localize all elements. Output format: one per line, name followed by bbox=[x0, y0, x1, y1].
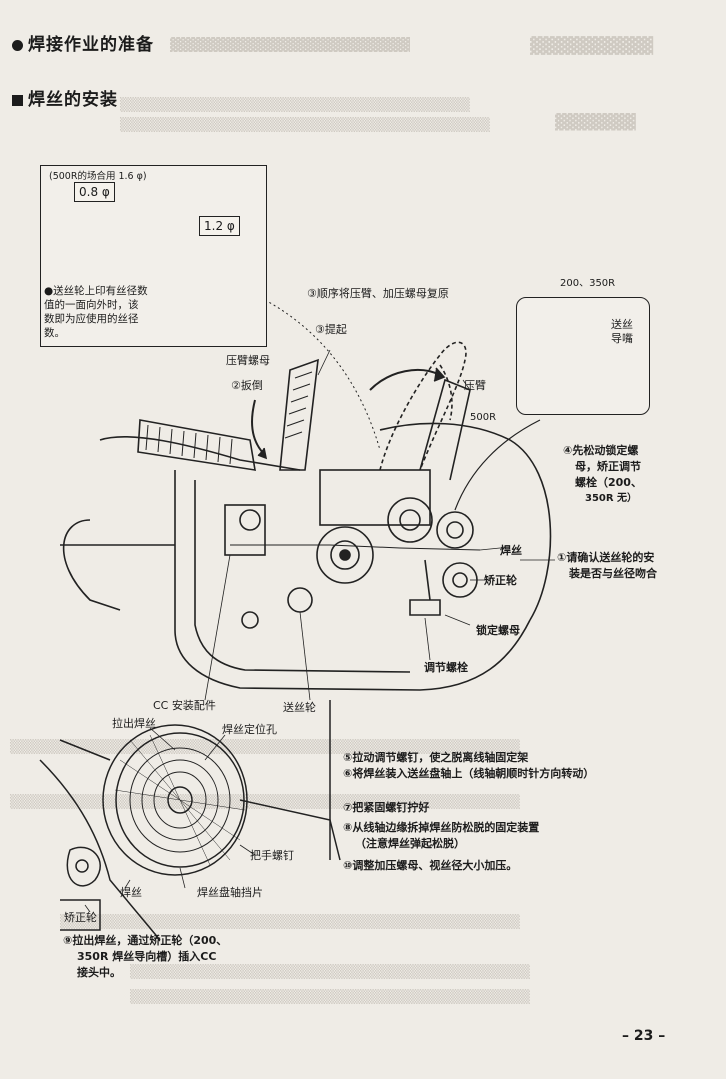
pull-down-label: ②扳倒 bbox=[231, 379, 263, 392]
reset-label: ③顺序将压臂、加压螺母复原 bbox=[307, 287, 449, 300]
size-small-label: 0.8 φ bbox=[74, 182, 115, 202]
square-bullet-icon bbox=[12, 94, 23, 106]
wire-label: 焊丝 bbox=[500, 544, 522, 557]
arm-label: 压臂 bbox=[464, 379, 486, 392]
loosen-lock-label: ④先松动锁定螺 母，矫正调节 螺栓（200、 350R 无） bbox=[563, 444, 642, 504]
bleed-through: ▒▒▒▒▒▒▒▒▒▒▒▒▒▒▒▒▒▒▒▒▒▒▒▒▒▒▒▒▒▒▒▒▒▒▒▒▒▒▒▒ bbox=[130, 990, 530, 1005]
bleed-through: ▒▒▒▒▒▒▒▒▒▒▒▒▒▒▒▒▒▒▒▒▒▒▒▒▒▒▒▒▒▒▒▒▒▒▒▒▒ bbox=[120, 118, 490, 133]
step-7: ⑦把紧固螺钉拧好 bbox=[343, 801, 430, 814]
step-10: ⑩调整加压螺母、视丝径大小加压。 bbox=[343, 859, 518, 872]
straightener-label: 矫正轮 bbox=[484, 574, 517, 587]
reel-stop-label: 焊丝盘轴挡片 bbox=[197, 886, 263, 899]
confirm-label: ①请确认送丝轮的安 装是否与丝径吻合 bbox=[557, 551, 657, 580]
bleed-through: ▒▒▒▒▒▒▒▒▒▒▒▒▒▒▒▒▒▒▒▒▒▒▒▒▒▒▒▒▒▒▒▒▒▒▒ bbox=[120, 98, 470, 113]
step-5: ⑤拉动调节螺钉，使之脱离线轴固定架 bbox=[343, 751, 529, 764]
wire-locator-label: 焊丝定位孔 bbox=[222, 723, 277, 736]
pull-wire-label: 拉出焊丝 bbox=[112, 717, 156, 730]
handle-screw-label: 把手螺钉 bbox=[250, 849, 294, 862]
bleed-through: ▓▓▓▓▓▓▓▓▓▓ bbox=[530, 36, 654, 55]
straightener2-label: 矫正轮 bbox=[64, 911, 97, 924]
lift-label: ③提起 bbox=[315, 323, 347, 336]
bleed-through: ▒▒▒▒▒▒▒▒▒▒▒▒▒▒▒▒▒▒▒▒▒▒▒▒▒▒▒▒▒▒▒▒▒▒▒▒▒▒▒▒… bbox=[60, 915, 520, 930]
size-large-label: 1.2 φ bbox=[199, 216, 240, 236]
step-8: ⑧从线轴边缘拆掉焊丝防松脱的固定装置 bbox=[343, 821, 540, 834]
steps-list: ⑤拉动调节螺钉，使之脱离线轴固定架 ⑥将焊丝装入送丝盘轴上（线轴朝顺时针方向转动… bbox=[343, 750, 594, 874]
subsection-title: 焊丝的安装 bbox=[12, 85, 118, 110]
section-title: 焊接作业的准备 bbox=[12, 30, 154, 55]
case-note: (500R的场合用 1.6 φ) bbox=[49, 171, 147, 182]
page-number: – 23 – bbox=[622, 1028, 666, 1044]
roller-note: ●送丝轮上印有丝径数 值的一面向外时，该 数即为应使用的丝径 数。 bbox=[44, 285, 148, 339]
roller-detail-inset: (500R的场合用 1.6 φ) 0.8 φ 1.2 φ ●送丝轮上印有丝径数 … bbox=[40, 165, 267, 347]
step-8-note: （注意焊丝弹起松脱） bbox=[355, 837, 465, 850]
bleed-through: ▒▒▒▒▒▒▒▒▒▒▒▒▒▒▒▒▒▒▒▒▒▒▒▒▒▒▒▒▒▒▒▒▒▒▒▒▒▒▒▒… bbox=[10, 740, 520, 755]
guide-nozzle-label: 送丝 导嘴 bbox=[611, 318, 633, 345]
bleed-through: ▓▓▓▓▓▓▓ bbox=[555, 113, 636, 131]
guide-nozzle-inset bbox=[516, 297, 650, 415]
feed-roller-label: 送丝轮 bbox=[283, 701, 316, 714]
cc-part-label: CC 安装配件 bbox=[153, 699, 216, 712]
bleed-through: ▒▒▒▒▒▒▒▒▒▒▒▒▒▒▒▒▒▒▒▒▒▒▒▒▒▒▒▒▒▒▒▒▒▒▒▒▒▒▒▒ bbox=[130, 965, 530, 980]
bleed-through: ▒▒▒▒▒▒▒▒▒▒▒▒▒▒▒▒▒▒▒▒▒▒▒▒▒▒▒▒▒▒▒▒▒▒▒▒▒▒▒▒… bbox=[10, 795, 520, 810]
step-6: ⑥将焊丝装入送丝盘轴上（线轴朝顺时针方向转动） bbox=[343, 767, 595, 780]
models-label: 200、350R bbox=[560, 278, 616, 289]
bleed-through: ▓▓▓▓▓▓▓▓▓▓▓▓▓▓▓▓▓▓▓▓▓▓▓▓ bbox=[170, 38, 410, 53]
bullet-icon bbox=[12, 39, 23, 51]
lock-nut-label: 锁定螺母 bbox=[476, 624, 520, 637]
arm-nut-label: 压臂螺母 bbox=[226, 354, 270, 367]
step-9: ⑨拉出焊丝，通过矫正轮（200、 350R 焊丝导向槽）插入CC 接头中。 bbox=[63, 934, 228, 979]
adjust-bolt-label: 调节螺栓 bbox=[424, 661, 468, 674]
wire2-label: 焊丝 bbox=[120, 886, 142, 899]
model-500r-label: 500R bbox=[470, 412, 497, 423]
